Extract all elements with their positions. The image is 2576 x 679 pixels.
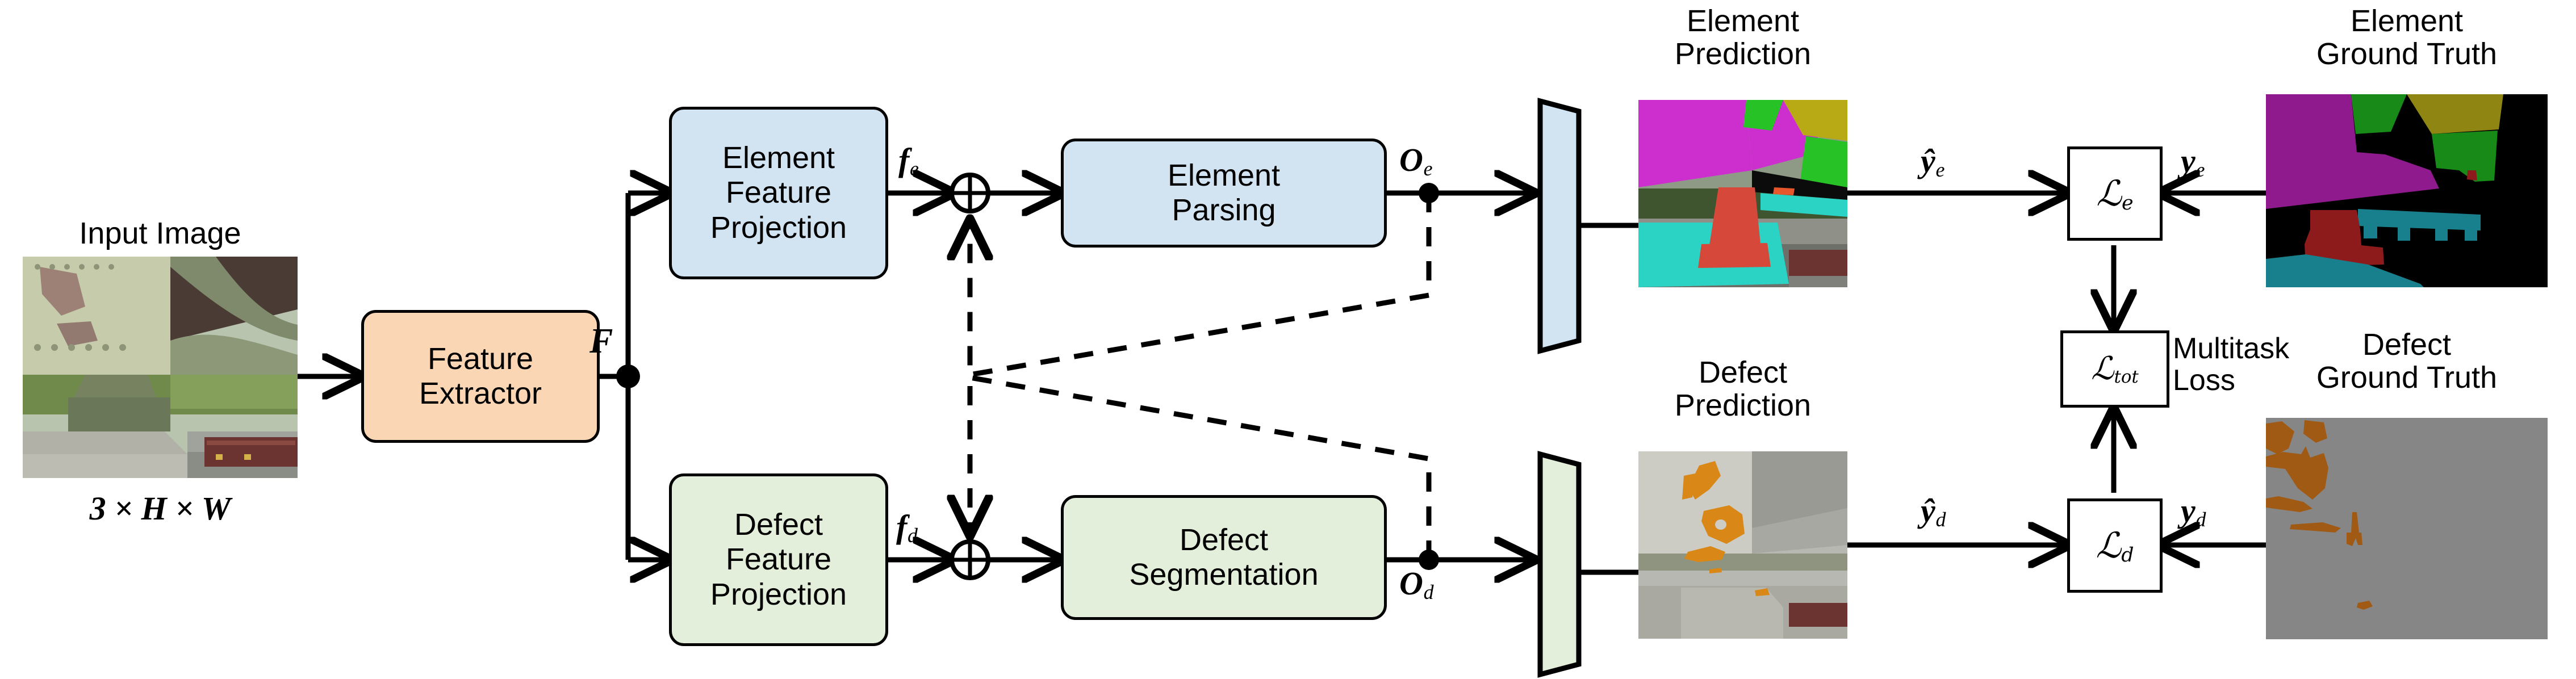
element-ground-truth-caption: Element Ground Truth bbox=[2316, 4, 2498, 72]
signal-yhat-e-sub: e bbox=[1935, 158, 1945, 181]
defect-ground-truth-content bbox=[2266, 418, 2548, 639]
defect-decoder-trapezoid bbox=[1537, 451, 1582, 678]
input-image-content bbox=[23, 257, 298, 478]
signal-Oe-base: O bbox=[1399, 141, 1423, 178]
signal-label-fd: fd bbox=[896, 508, 918, 547]
defect-loss-symbol: ℒd bbox=[2096, 525, 2134, 567]
wire-dashed-defect-to-element-fusion bbox=[970, 223, 1432, 560]
input-image bbox=[23, 257, 298, 478]
total-loss-box[interactable]: ℒtot bbox=[2060, 330, 2169, 408]
defect-segmentation-block[interactable]: Defect Segmentation bbox=[1061, 495, 1387, 620]
defect-ground-truth-image bbox=[2266, 418, 2548, 639]
signal-label-y-e: ye bbox=[2181, 142, 2205, 182]
signal-fe-base: f bbox=[898, 141, 910, 178]
defect-ground-truth-caption: Defect Ground Truth bbox=[2316, 328, 2498, 395]
signal-y-e-base: y bbox=[2181, 142, 2196, 179]
element-ground-truth-image bbox=[2266, 94, 2548, 287]
defect-loss-base: ℒ bbox=[2096, 525, 2122, 567]
total-loss-sub: tot bbox=[2114, 367, 2139, 388]
signal-yhat-d-sub: d bbox=[1935, 508, 1946, 531]
element-feature-projection-block[interactable]: Element Feature Projection bbox=[669, 107, 888, 279]
signal-y-d-sub: d bbox=[2196, 508, 2206, 531]
multitask-loss-caption: Multitask Loss bbox=[2173, 332, 2290, 397]
signal-y-e-sub: e bbox=[2196, 158, 2205, 181]
total-loss-symbol: ℒtot bbox=[2091, 350, 2139, 387]
signal-label-Oe: Oe bbox=[1399, 141, 1433, 181]
signal-label-yhat-e: ŷe bbox=[1921, 142, 1944, 182]
element-prediction-image bbox=[1638, 100, 1847, 287]
signal-label-fe: fe bbox=[898, 141, 919, 181]
defect-loss-sub: d bbox=[2121, 543, 2134, 567]
fusion-operator-element bbox=[950, 173, 990, 213]
signal-fe-sub: e bbox=[910, 157, 919, 180]
defect-prediction-image bbox=[1638, 451, 1847, 639]
signal-fd-sub: d bbox=[908, 523, 918, 547]
defect-feature-projection-block[interactable]: Defect Feature Projection bbox=[669, 473, 888, 646]
feature-symbol-F: F bbox=[589, 322, 613, 361]
defect-loss-box[interactable]: ℒd bbox=[2067, 498, 2163, 593]
fusion-operator-defect bbox=[950, 539, 990, 580]
signal-yhat-e-base: ŷ bbox=[1921, 142, 1935, 179]
signal-Oe-sub: e bbox=[1423, 157, 1433, 180]
input-image-caption: Input Image bbox=[79, 216, 241, 250]
element-ground-truth-content bbox=[2266, 94, 2548, 287]
signal-y-d-base: y bbox=[2181, 492, 2196, 529]
element-prediction-content bbox=[1638, 100, 1847, 287]
signal-yhat-d-base: ŷ bbox=[1921, 492, 1935, 529]
element-loss-box[interactable]: ℒe bbox=[2067, 146, 2163, 241]
signal-fd-base: f bbox=[896, 508, 908, 545]
element-loss-sub: e bbox=[2122, 191, 2134, 215]
signal-label-Od: Od bbox=[1399, 564, 1434, 604]
element-parsing-block[interactable]: Element Parsing bbox=[1061, 139, 1387, 248]
signal-Od-sub: d bbox=[1423, 580, 1434, 603]
signal-label-yhat-d: ŷd bbox=[1921, 492, 1946, 531]
element-loss-base: ℒ bbox=[2096, 173, 2122, 215]
element-prediction-caption: Element Prediction bbox=[1674, 4, 1812, 72]
total-loss-base: ℒ bbox=[2091, 350, 2114, 388]
feature-extractor-block[interactable]: Feature Extractor bbox=[361, 310, 600, 443]
element-loss-symbol: ℒe bbox=[2096, 173, 2133, 215]
element-decoder-trapezoid bbox=[1537, 98, 1582, 354]
defect-prediction-content bbox=[1638, 451, 1847, 639]
junction-feature-split bbox=[616, 364, 640, 388]
wire-dashed-element-to-defect-fusion bbox=[970, 193, 1432, 533]
input-shape-label: 3 × H × W bbox=[89, 490, 231, 527]
defect-prediction-caption: Defect Prediction bbox=[1674, 355, 1812, 423]
signal-Od-base: O bbox=[1399, 565, 1423, 602]
signal-label-y-d: yd bbox=[2181, 492, 2206, 531]
